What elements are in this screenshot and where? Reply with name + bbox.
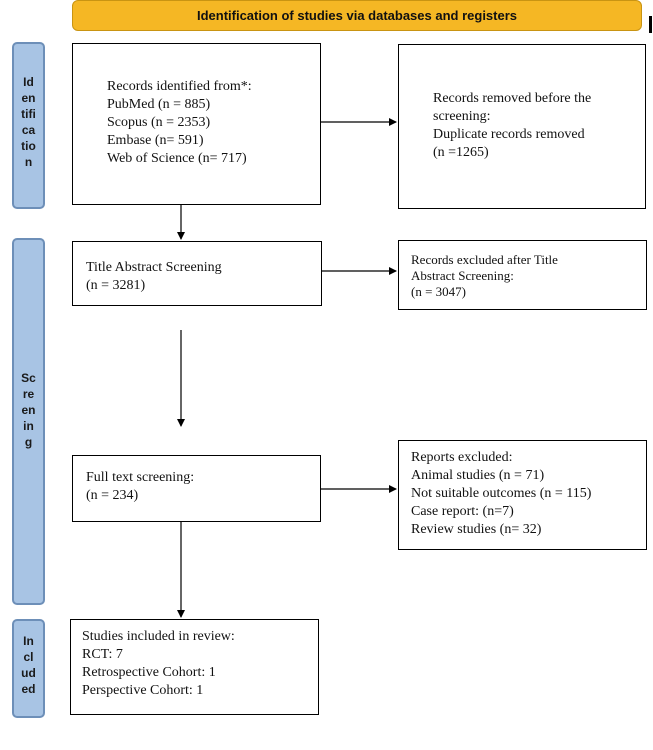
phase-identification-line: tifi (21, 107, 36, 121)
box-line: Title Abstract Screening (86, 260, 222, 275)
phase-included-line: In (23, 634, 34, 648)
header-banner: Identification of studies via databases … (72, 0, 642, 31)
included-box: Studies included in review: RCT: 7 Retro… (70, 619, 319, 715)
phase-included-line: ed (21, 682, 36, 696)
box-line: Records removed before the (433, 91, 592, 106)
phase-screening-line: en (21, 403, 36, 417)
box-line: Perspective Cohort: 1 (82, 683, 204, 698)
box-line: PubMed (n = 885) (107, 97, 211, 112)
phase-included: In cl ud ed (12, 619, 45, 718)
phase-identification: Id en tifi ca tio n (12, 42, 45, 209)
header-title: Identification of studies via databases … (196, 8, 518, 23)
phase-screening-line: g (24, 435, 33, 449)
box-line: Records identified from*: (107, 79, 252, 94)
box-line: Animal studies (n = 71) (411, 468, 545, 483)
phase-screening: Sc re en in g (12, 238, 45, 605)
box-line: Abstract Screening: (411, 268, 514, 283)
title-abstract-box: Title Abstract Screening (n = 3281) (72, 241, 322, 306)
records-excluded-box: Records excluded after Title Abstract Sc… (398, 240, 647, 310)
edge-marker (649, 16, 652, 33)
phase-screening-line: re (22, 387, 35, 401)
phase-identification-line: en (21, 91, 36, 105)
box-line: (n = 234) (86, 488, 139, 503)
phase-included-line: ud (21, 666, 36, 680)
phase-screening-line: in (23, 419, 34, 433)
phase-identification-line: n (24, 155, 33, 169)
box-line: Scopus (n = 2353) (107, 115, 211, 130)
reports-excluded-box: Reports excluded: Animal studies (n = 71… (398, 440, 647, 550)
box-line: Embase (n= 591) (107, 133, 204, 148)
box-line: (n = 3281) (86, 278, 146, 293)
box-line: Web of Science (n= 717) (107, 151, 247, 166)
phase-identification-line: tio (21, 139, 36, 153)
box-line: Not suitable outcomes (n = 115) (411, 486, 592, 501)
box-line: (n = 3047) (411, 284, 466, 299)
box-line: Review studies (n= 32) (411, 522, 542, 537)
box-line: Records excluded after Title (411, 252, 558, 267)
phase-identification-line: ca (21, 123, 36, 137)
box-line: Reports excluded: (411, 450, 513, 465)
box-line: RCT: 7 (82, 647, 123, 662)
box-line: (n =1265) (433, 145, 489, 160)
full-text-box: Full text screening: (n = 234) (72, 455, 321, 522)
box-line: Full text screening: (86, 470, 195, 485)
box-line: screening: (433, 109, 491, 124)
phase-identification-line: Id (23, 75, 34, 89)
phase-included-line: cl (23, 650, 34, 664)
records-identified-box: Records identified from*: PubMed (n = 88… (72, 43, 321, 205)
records-removed-box: Records removed before the screening: Du… (398, 44, 646, 209)
box-line: Duplicate records removed (433, 127, 585, 142)
box-line: Studies included in review: (82, 629, 235, 644)
box-line: Retrospective Cohort: 1 (82, 665, 216, 680)
phase-screening-line: Sc (21, 371, 36, 385)
box-line: Case report: (n=7) (411, 504, 514, 519)
